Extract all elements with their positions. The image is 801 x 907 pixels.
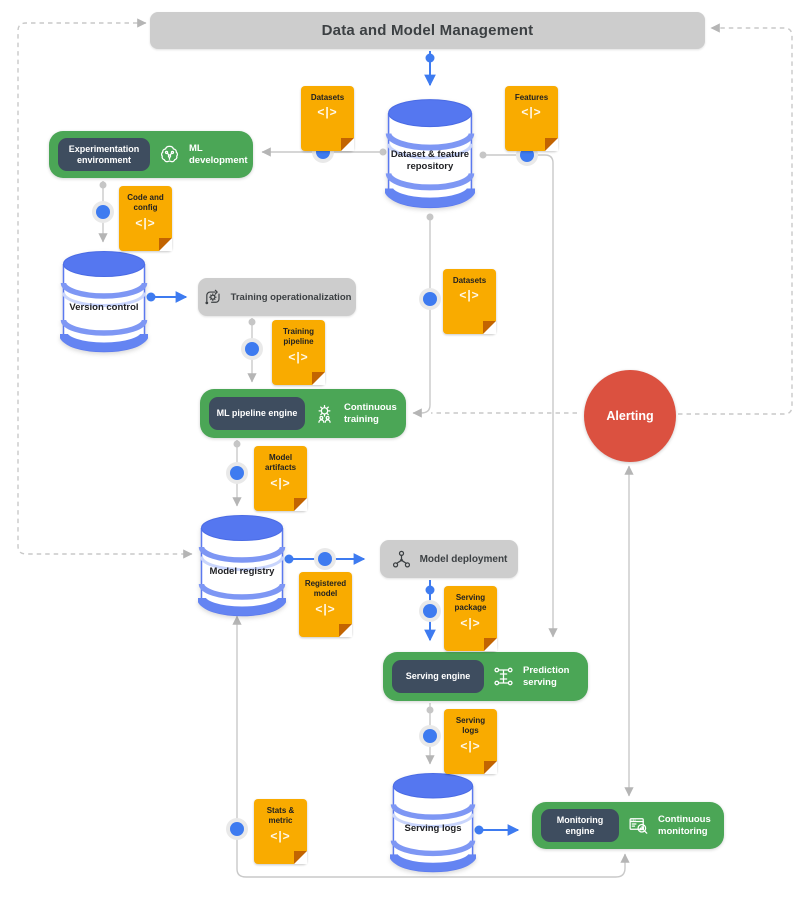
pipeline-gear-icon	[203, 287, 223, 307]
header-label: Data and Model Management	[321, 22, 534, 39]
code-glyph: <|>	[315, 601, 336, 616]
page-fold-icon	[294, 498, 307, 511]
doc-training-pipeline: Training pipeline <|>	[272, 320, 325, 385]
connector-repo-to-pipeline-engine	[412, 216, 431, 418]
ml-development-label: ML development	[189, 143, 248, 166]
version-control-db: Version control	[59, 250, 149, 354]
code-glyph: <|>	[270, 475, 291, 490]
doc-code-and-config: Code and config <|>	[119, 186, 172, 251]
code-glyph: <|>	[459, 288, 480, 303]
model-deployment-box: Model deployment	[380, 540, 518, 578]
alerting-label: Alerting	[606, 409, 654, 423]
doc-serving-logs: Serving logs <|>	[444, 709, 497, 774]
dataset-feature-repository-db: Dataset & feature repository	[383, 98, 477, 210]
prediction-serving-label: Prediction serving	[523, 665, 570, 688]
experimentation-environment-pill: Experimentation environment	[58, 138, 150, 171]
database-icon	[197, 515, 287, 617]
doc-serving-package: Serving package <|>	[444, 586, 497, 651]
page-fold-icon	[483, 321, 496, 334]
model-registry-db: Model registry	[197, 514, 287, 618]
model-deployment-label: Model deployment	[419, 553, 508, 565]
code-glyph: <|>	[288, 349, 309, 364]
code-glyph: <|>	[521, 105, 542, 120]
data-and-model-management-header: Data and Model Management	[150, 12, 705, 49]
continuous-monitoring-label: Continuous monitoring	[658, 814, 711, 837]
continuous-training-box: ML pipeline engine Continuous training	[200, 389, 406, 438]
connector-model-registry-monitoring-bottom	[232, 615, 630, 878]
doc-datasets-top: Datasets <|>	[301, 86, 354, 151]
code-glyph: <|>	[135, 215, 156, 230]
training-operationalization-box: Training operationalization	[198, 278, 356, 316]
page-fold-icon	[545, 138, 558, 151]
connector-repo-to-serving-engine	[483, 154, 558, 638]
ml-development-box: Experimentation environment ML developme…	[49, 131, 253, 178]
monitoring-engine-pill: Monitoring engine	[541, 809, 619, 842]
ml-pipeline-engine-pill: ML pipeline engine	[209, 397, 305, 430]
version-control-label: Version control	[69, 302, 139, 314]
doc-datasets-middle: Datasets <|>	[443, 269, 496, 334]
gear-people-icon	[313, 402, 336, 425]
page-fold-icon	[312, 372, 325, 385]
database-icon	[383, 99, 477, 209]
model-registry-label: Model registry	[209, 566, 275, 578]
deployment-network-icon	[391, 549, 412, 570]
page-fold-icon	[484, 638, 497, 651]
code-glyph: <|>	[460, 738, 481, 753]
code-glyph: <|>	[460, 615, 481, 630]
connector-header-to-model-registry-dashed	[17, 18, 193, 559]
monitoring-magnifier-icon	[627, 814, 650, 837]
page-fold-icon	[339, 624, 352, 637]
page-fold-icon	[484, 761, 497, 774]
page-fold-icon	[159, 238, 172, 251]
serving-engine-pill: Serving engine	[392, 660, 484, 693]
code-glyph: <|>	[270, 828, 291, 843]
connector-alerting-to-header-dashed	[678, 23, 793, 415]
page-fold-icon	[341, 138, 354, 151]
serving-logs-db: Serving logs	[389, 772, 477, 874]
doc-model-artifacts: Model artifacts <|>	[254, 446, 307, 511]
prediction-grid-icon	[492, 665, 515, 688]
doc-features: Features <|>	[505, 86, 558, 151]
doc-stats-and-metric: Stats & metric <|>	[254, 799, 307, 864]
doc-registered-model: Registered model <|>	[299, 572, 352, 637]
continuous-training-label: Continuous training	[344, 402, 397, 425]
prediction-serving-box: Serving engine Prediction serving	[383, 652, 588, 701]
continuous-monitoring-box: Monitoring engine Continuous monitoring	[532, 802, 724, 849]
training-operationalization-label: Training operationalization	[230, 291, 352, 303]
page-fold-icon	[294, 851, 307, 864]
dataset-feature-repository-label: Dataset & feature repository	[390, 148, 470, 172]
serving-logs-store-label: Serving logs	[404, 823, 462, 835]
brain-icon	[158, 143, 181, 166]
code-glyph: <|>	[317, 105, 338, 120]
alerting-circle: Alerting	[584, 370, 676, 462]
